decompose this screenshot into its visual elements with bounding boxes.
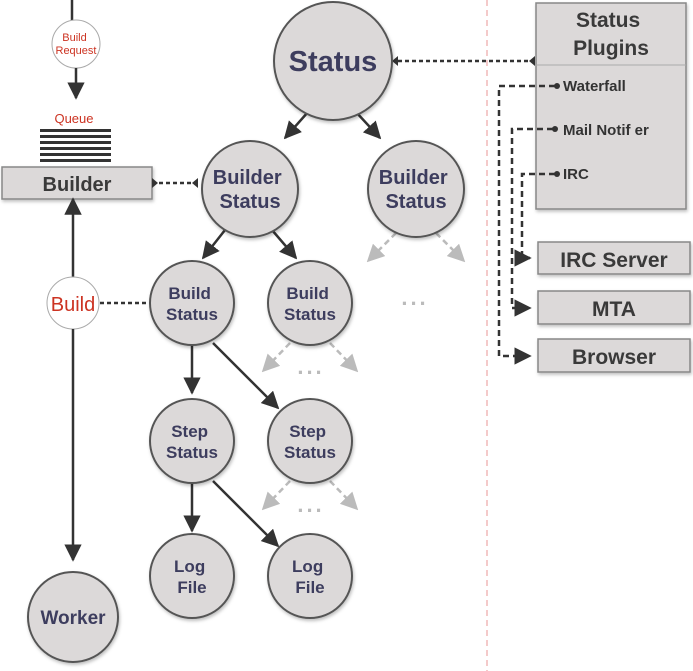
tree-connectors (183, 111, 382, 548)
builder-status-to-build-status-2-arrow (271, 229, 298, 260)
build-label: Build (51, 294, 95, 316)
builder-link-head (152, 178, 158, 188)
status-label: Status (289, 46, 378, 78)
step-status-to-log-file-2-arrow (212, 480, 280, 548)
queue-stack-icon (40, 129, 111, 162)
mail-to-mta-route (510, 127, 553, 317)
status-link-head (392, 56, 398, 66)
build-status-label-1: Build Status (166, 284, 218, 324)
browser-label: Browser (572, 346, 656, 369)
builder-status-label-1: Builder Status (213, 167, 287, 213)
waterfall-to-browser-route (497, 84, 555, 365)
status-plugins-title: Status Plugins (573, 9, 649, 60)
log-file-label-2: Log File (292, 557, 328, 597)
status-node (273, 1, 393, 121)
status-to-builder-status-1-arrow (283, 111, 309, 140)
step-status-label-1: Step Status (166, 422, 218, 462)
plugin-irc-dot (554, 171, 560, 177)
plugin-waterfall-label: Waterfall (563, 78, 626, 95)
ellipsis-builders: ... (401, 285, 428, 310)
log-file-node-1 (149, 533, 235, 619)
step-status-node-1 (149, 398, 235, 484)
status-to-builder-status-2-arrow (355, 111, 382, 140)
mta-box: MTA (537, 290, 691, 325)
worker-node (27, 571, 119, 663)
build-status-node-1 (149, 260, 235, 346)
irc-to-server-route (514, 172, 555, 267)
build-status-to-step-status-2-arrow (212, 342, 280, 410)
builder-label: Builder (43, 174, 112, 196)
builder-status-node-1 (201, 140, 299, 238)
ellipsis-builds: ... (297, 354, 324, 379)
step-status-label-2: Step Status (284, 422, 336, 462)
dashed-links (100, 59, 535, 305)
plugin-routes (497, 84, 555, 365)
ellipsis-steps: ... (297, 492, 324, 517)
irc-server-label: IRC Server (560, 249, 667, 272)
step-status-node-2 (267, 398, 353, 484)
build-status-label-2: Build Status (284, 284, 336, 324)
log-file-label-1: Log File (174, 557, 210, 597)
builder-status-to-build-status-1-arrow (201, 229, 226, 260)
faded-connectors (261, 232, 466, 511)
plugin-mail-dot (552, 126, 558, 132)
plugins-link-head (529, 56, 535, 66)
mta-label: MTA (592, 298, 636, 321)
irc-server-box: IRC Server (537, 241, 691, 275)
builder-status-label-2: Builder Status (379, 167, 453, 213)
worker-label: Worker (40, 608, 106, 629)
queue-label: Queue (54, 111, 93, 126)
plugin-waterfall-dot (554, 83, 560, 89)
status-plugins-box: Status Plugins Waterfall Mail Notif er I… (535, 2, 687, 210)
build-request-label: Build Request (56, 32, 97, 57)
build-request-node (51, 19, 101, 69)
builder-box: Builder (1, 166, 153, 200)
builder-status-link-head (192, 178, 198, 188)
plugin-mail-label: Mail Notif er (563, 122, 649, 139)
build-status-node-2 (267, 260, 353, 346)
plugin-irc-label: IRC (563, 166, 589, 183)
builder-status-node-2 (367, 140, 465, 238)
log-file-node-2 (267, 533, 353, 619)
browser-box: Browser (537, 338, 691, 373)
